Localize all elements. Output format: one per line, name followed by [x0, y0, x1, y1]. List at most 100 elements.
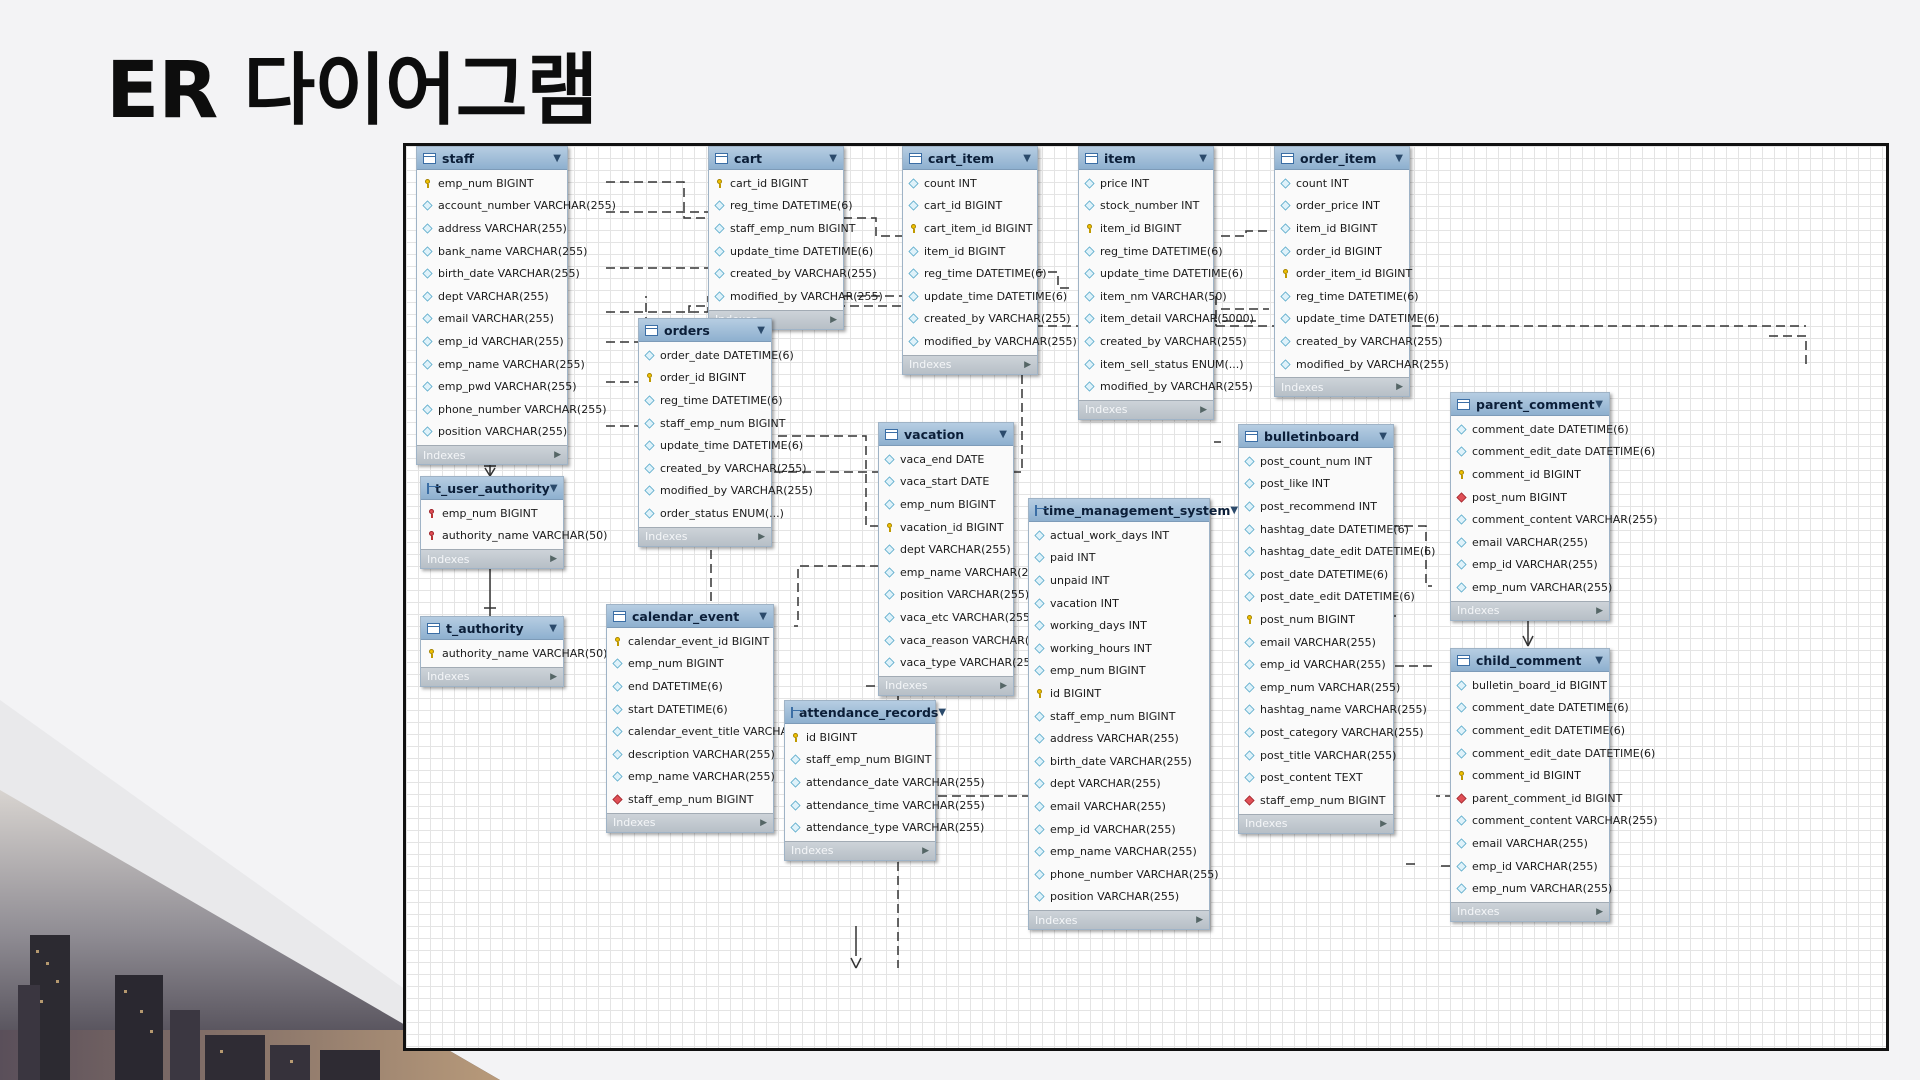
column-row[interactable]: post_content TEXT — [1239, 766, 1393, 789]
collapse-caret-icon[interactable]: ▼ — [999, 428, 1007, 440]
expand-arrow-icon[interactable]: ▶ — [1000, 680, 1007, 691]
column-row[interactable]: bulletin_board_id BIGINT — [1451, 674, 1609, 697]
column-row[interactable]: account_number VARCHAR(255) — [417, 195, 616, 218]
column-row[interactable]: calendar_event_title VARCHAR(255) — [607, 720, 825, 743]
column-row[interactable]: item_id BIGINT — [903, 240, 1037, 263]
column-row[interactable]: authority_name VARCHAR(50) — [421, 642, 607, 665]
column-row[interactable]: phone_number VARCHAR(255) — [417, 398, 607, 421]
indexes-bar[interactable]: Indexes▶ — [1239, 813, 1393, 833]
column-row[interactable]: stock_number INT — [1079, 195, 1213, 218]
column-row[interactable]: calendar_event_id BIGINT — [607, 630, 773, 653]
entity-header[interactable]: t_user_authority▼ — [421, 477, 563, 500]
collapse-caret-icon[interactable]: ▼ — [549, 622, 557, 634]
column-row[interactable]: end DATETIME(6) — [607, 675, 773, 698]
column-row[interactable]: paid INT — [1029, 547, 1209, 570]
column-row[interactable]: vacation INT — [1029, 592, 1209, 615]
indexes-bar[interactable]: Indexes▶ — [1451, 600, 1609, 620]
column-row[interactable]: count INT — [903, 172, 1037, 195]
column-row[interactable]: authority_name VARCHAR(50) — [421, 525, 607, 548]
column-row[interactable]: emp_num VARCHAR(255) — [1239, 676, 1400, 699]
column-row[interactable]: staff_emp_num BIGINT — [709, 217, 856, 240]
column-row[interactable]: order_id BIGINT — [639, 367, 771, 390]
column-row[interactable]: attendance_time VARCHAR(255) — [785, 794, 985, 817]
column-row[interactable]: position VARCHAR(255) — [879, 584, 1029, 607]
entity-header[interactable]: item▼ — [1079, 147, 1213, 170]
column-row[interactable]: email VARCHAR(255) — [1029, 795, 1209, 818]
expand-arrow-icon[interactable]: ▶ — [1596, 605, 1603, 616]
entity-header[interactable]: staff▼ — [417, 147, 567, 170]
column-row[interactable]: reg_time DATETIME(6) — [709, 195, 852, 218]
column-row[interactable]: staff_emp_num BIGINT — [1029, 705, 1209, 728]
indexes-bar[interactable]: Indexes▶ — [1275, 377, 1409, 397]
column-row[interactable]: emp_name VARCHAR(255) — [879, 561, 1047, 584]
collapse-caret-icon[interactable]: ▼ — [1199, 152, 1207, 164]
entity-header[interactable]: calendar_event▼ — [607, 605, 773, 628]
column-row[interactable]: emp_name VARCHAR(255) — [1029, 840, 1209, 863]
column-row[interactable]: post_like INT — [1239, 473, 1393, 496]
column-row[interactable]: phone_number VARCHAR(255) — [1029, 863, 1219, 886]
column-row[interactable]: staff_emp_num BIGINT — [607, 788, 773, 811]
entity-header[interactable]: vacation▼ — [879, 423, 1013, 446]
column-row[interactable]: created_by VARCHAR(255) — [709, 262, 877, 285]
column-row[interactable]: email VARCHAR(255) — [1451, 531, 1609, 554]
collapse-caret-icon[interactable]: ▼ — [757, 324, 765, 336]
column-row[interactable]: emp_num BIGINT — [607, 653, 773, 676]
indexes-bar[interactable]: Indexes▶ — [639, 526, 771, 546]
collapse-caret-icon[interactable]: ▼ — [1395, 152, 1403, 164]
expand-arrow-icon[interactable]: ▶ — [554, 450, 561, 461]
column-row[interactable]: comment_edit DATETIME(6) — [1451, 719, 1625, 742]
column-row[interactable]: count INT — [1275, 172, 1409, 195]
column-row[interactable]: item_sell_status ENUM(...) — [1079, 353, 1244, 376]
entity-header[interactable]: attendance_records▼ — [785, 701, 946, 724]
column-row[interactable]: comment_date DATETIME(6) — [1451, 418, 1629, 441]
indexes-bar[interactable]: Indexes▶ — [417, 445, 567, 465]
column-row[interactable]: vaca_type VARCHAR(255) — [879, 651, 1042, 674]
column-row[interactable]: post_count_num INT — [1239, 450, 1393, 473]
column-row[interactable]: post_num BIGINT — [1451, 486, 1609, 509]
column-row[interactable]: emp_num VARCHAR(255) — [1451, 576, 1612, 599]
collapse-caret-icon[interactable]: ▼ — [1595, 398, 1603, 410]
column-row[interactable]: actual_work_days INT — [1029, 524, 1209, 547]
column-row[interactable]: cart_id BIGINT — [903, 195, 1037, 218]
column-row[interactable]: reg_time DATETIME(6) — [1275, 285, 1418, 308]
column-row[interactable]: update_time DATETIME(6) — [709, 240, 873, 263]
column-row[interactable]: attendance_type VARCHAR(255) — [785, 816, 984, 839]
indexes-bar[interactable]: Indexes▶ — [421, 666, 563, 686]
column-row[interactable]: emp_id VARCHAR(255) — [1239, 653, 1393, 676]
indexes-bar[interactable]: Indexes▶ — [607, 812, 773, 832]
column-row[interactable]: cart_item_id BIGINT — [903, 217, 1037, 240]
column-row[interactable]: update_time DATETIME(6) — [903, 285, 1067, 308]
column-row[interactable]: emp_num BIGINT — [1029, 660, 1209, 683]
column-row[interactable]: id BIGINT — [785, 726, 935, 749]
column-row[interactable]: reg_time DATETIME(6) — [1079, 240, 1222, 263]
entity-time-management-system[interactable]: time_management_system▼actual_work_days … — [1028, 498, 1238, 931]
column-row[interactable]: address VARCHAR(255) — [1029, 727, 1209, 750]
expand-arrow-icon[interactable]: ▶ — [758, 531, 765, 542]
column-row[interactable]: emp_name VARCHAR(255) — [607, 766, 775, 789]
column-row[interactable]: staff_emp_num BIGINT — [639, 412, 786, 435]
column-row[interactable]: hashtag_date DATETIME(6) — [1239, 518, 1409, 541]
column-row[interactable]: order_id BIGINT — [1275, 240, 1409, 263]
entity-header[interactable]: order_item▼ — [1275, 147, 1409, 170]
column-row[interactable]: unpaid INT — [1029, 569, 1209, 592]
column-row[interactable]: staff_emp_num BIGINT — [785, 749, 935, 772]
column-row[interactable]: staff_emp_num BIGINT — [1239, 789, 1393, 812]
column-row[interactable]: modified_by VARCHAR(255) — [1275, 353, 1449, 376]
column-row[interactable]: comment_edit_date DATETIME(6) — [1451, 441, 1655, 464]
column-row[interactable]: item_id BIGINT — [1275, 217, 1409, 240]
column-row[interactable]: vaca_start DATE — [879, 471, 1013, 494]
column-row[interactable]: start DATETIME(6) — [607, 698, 773, 721]
column-row[interactable]: emp_id VARCHAR(255) — [1029, 818, 1209, 841]
column-row[interactable]: post_title VARCHAR(255) — [1239, 744, 1396, 767]
column-row[interactable]: emp_num BIGINT — [417, 172, 567, 195]
column-row[interactable]: parent_comment_id BIGINT — [1451, 787, 1622, 810]
collapse-caret-icon[interactable]: ▼ — [1379, 430, 1387, 442]
entity-header[interactable]: bulletinboard▼ — [1239, 425, 1393, 448]
